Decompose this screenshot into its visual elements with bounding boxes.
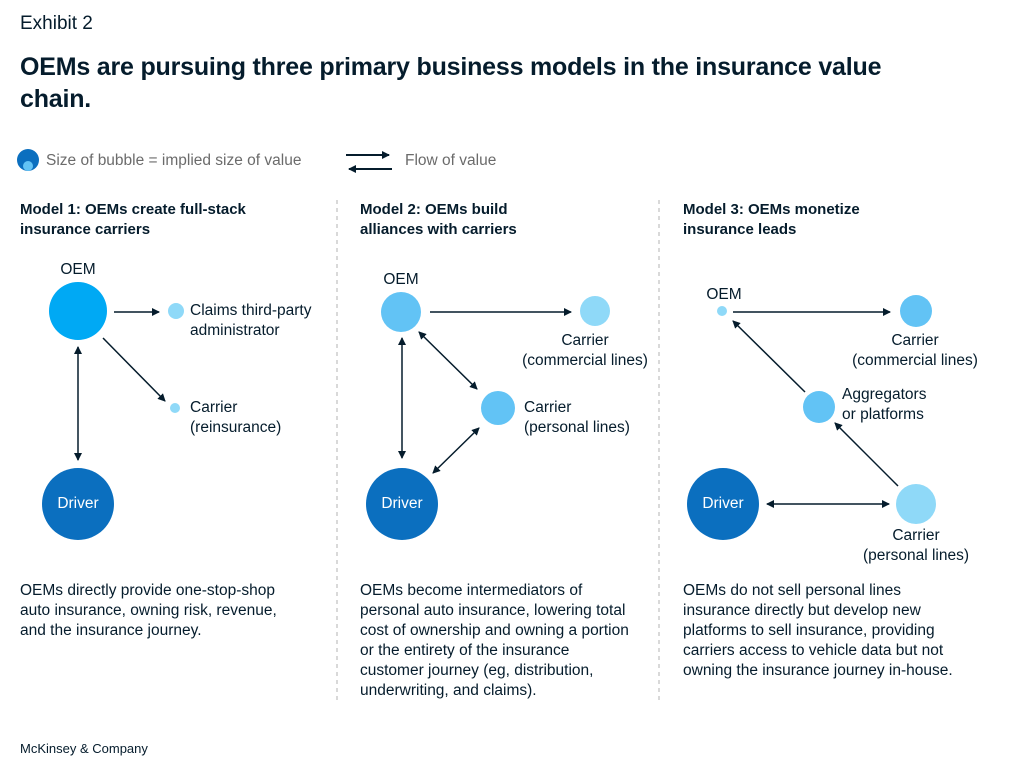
model2-arrow-oem-personal	[418, 331, 478, 390]
model3-personal-label: Carrier(personal lines)	[863, 527, 969, 564]
model1-claims-bubble	[168, 303, 184, 319]
model2-driver-label: Driver	[381, 495, 423, 512]
model2-driver-bubble	[366, 468, 438, 540]
legend-bubble-icon	[17, 149, 39, 171]
model3-arrow-personal-aggregators	[834, 422, 899, 487]
model2-arrow-personal-driver	[432, 427, 480, 474]
model3-personal-bubble	[896, 484, 936, 524]
model1-driver-bubble	[42, 468, 114, 540]
model3-driver-bubble	[687, 468, 759, 540]
footer-brand: McKinsey & Company	[20, 741, 148, 756]
model1-reinsurance-bubble	[170, 403, 180, 413]
model2-oem-label: OEM	[383, 271, 419, 288]
model2-oem-bubble	[381, 292, 421, 332]
model1-driver-label: Driver	[57, 495, 99, 512]
model1-oem-bubble	[49, 282, 107, 340]
model2-commercial-label: Carrier(commercial lines)	[522, 332, 648, 369]
model3-oem-bubble	[717, 306, 727, 316]
page-title: OEMs are pursuing three primary business…	[20, 53, 882, 113]
exhibit-label: Exhibit 2	[20, 13, 93, 34]
model3-aggregators-bubble	[803, 391, 835, 423]
model3-commercial-bubble	[900, 295, 932, 327]
model2-commercial-bubble	[580, 296, 610, 326]
model3-oem-label: OEM	[706, 286, 742, 303]
model3-commercial-label: Carrier(commercial lines)	[852, 332, 978, 369]
model1-arrow-oem-reinsurance	[102, 337, 166, 402]
model2-personal-bubble	[481, 391, 515, 425]
legend-bubble-text: Size of bubble = implied size of value	[46, 152, 302, 169]
model3-arrow-aggregators-oem	[732, 320, 806, 393]
model1-reinsurance-label: Carrier(reinsurance)	[190, 399, 282, 436]
legend-flow-icon	[346, 151, 392, 173]
model2-personal-label: Carrier(personal lines)	[524, 399, 630, 436]
legend-flow-text: Flow of value	[405, 152, 497, 169]
model1-oem-label: OEM	[60, 261, 96, 278]
model3-driver-label: Driver	[702, 495, 744, 512]
